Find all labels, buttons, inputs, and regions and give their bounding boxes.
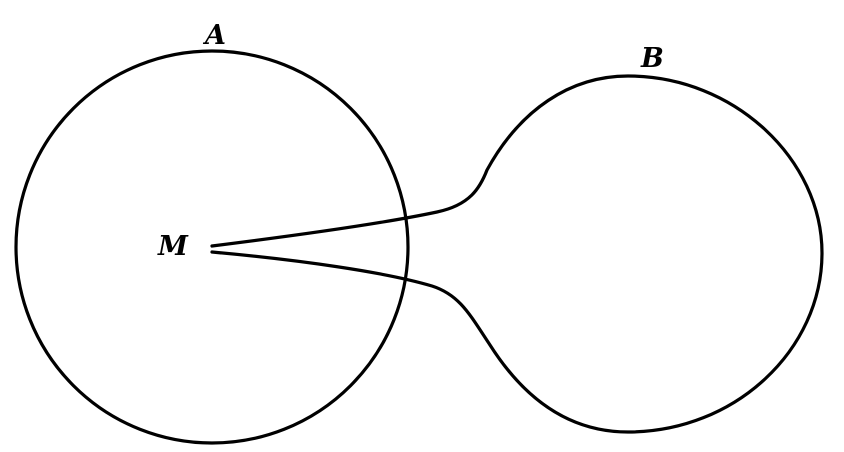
region-b-outline	[210, 74, 824, 434]
label-a: A	[202, 20, 226, 51]
label-m: M	[157, 231, 189, 262]
label-b: B	[640, 43, 664, 74]
circle-a	[14, 49, 410, 445]
